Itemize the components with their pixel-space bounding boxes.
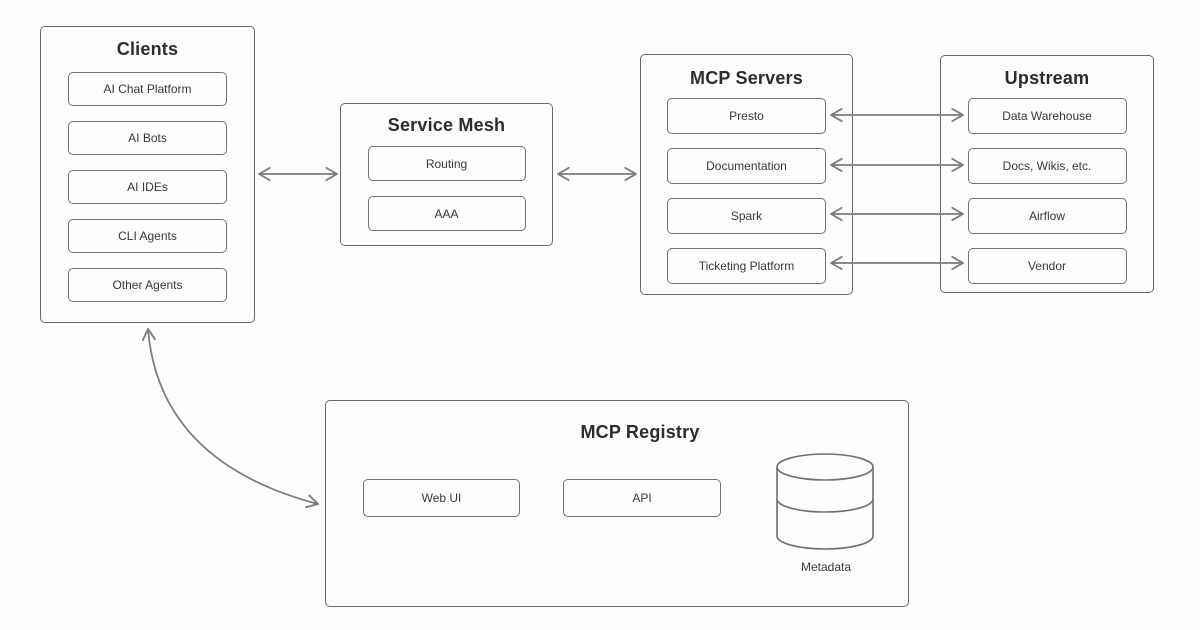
node-airflow: Airflow bbox=[967, 198, 1127, 234]
group-service-mesh-title: Service Mesh bbox=[387, 115, 506, 135]
node-ai-bots: AI Bots bbox=[68, 121, 227, 155]
node-aaa: AAA bbox=[367, 196, 526, 231]
group-upstream-title: Upstream bbox=[1004, 68, 1090, 88]
group-mcp-servers: MCP Servers Presto Documentation Spark T… bbox=[640, 54, 853, 295]
group-mcp-registry-title: MCP Registry bbox=[580, 422, 700, 442]
group-mcp-registry: MCP Registry Web UI API Metadata bbox=[325, 400, 909, 607]
node-api: API bbox=[563, 479, 721, 517]
node-spark: Spark bbox=[667, 198, 826, 234]
node-ai-chat-platform: AI Chat Platform bbox=[68, 72, 227, 106]
arrow-registry-clients-curved bbox=[141, 328, 319, 509]
node-other-agents: Other Agents bbox=[68, 268, 227, 302]
node-docs-wikis: Docs, Wikis, etc. bbox=[967, 148, 1127, 184]
node-cli-agents: CLI Agents bbox=[68, 219, 227, 253]
group-clients-nodes: AI Chat Platform AI Bots AI IDEs CLI Age… bbox=[41, 72, 254, 302]
node-documentation: Documentation bbox=[667, 148, 826, 184]
node-web-ui: Web UI bbox=[363, 479, 520, 517]
group-clients-title: Clients bbox=[116, 39, 179, 59]
group-upstream-nodes: Data Warehouse Docs, Wikis, etc. Airflow… bbox=[941, 98, 1153, 284]
group-clients: Clients AI Chat Platform AI Bots AI IDEs… bbox=[40, 26, 255, 323]
group-service-mesh-nodes: Routing AAA bbox=[341, 146, 552, 231]
node-ai-ides: AI IDEs bbox=[68, 170, 227, 204]
group-service-mesh: Service Mesh Routing AAA bbox=[340, 103, 553, 246]
node-presto: Presto bbox=[667, 98, 826, 134]
node-data-warehouse: Data Warehouse bbox=[967, 98, 1127, 134]
node-ticketing-platform: Ticketing Platform bbox=[667, 248, 826, 284]
metadata-label: Metadata bbox=[800, 560, 852, 574]
group-mcp-servers-nodes: Presto Documentation Spark Ticketing Pla… bbox=[641, 98, 852, 284]
node-vendor: Vendor bbox=[967, 248, 1127, 284]
group-upstream: Upstream Data Warehouse Docs, Wikis, etc… bbox=[940, 55, 1154, 293]
node-routing: Routing bbox=[367, 146, 526, 181]
group-mcp-servers-title: MCP Servers bbox=[690, 68, 803, 88]
